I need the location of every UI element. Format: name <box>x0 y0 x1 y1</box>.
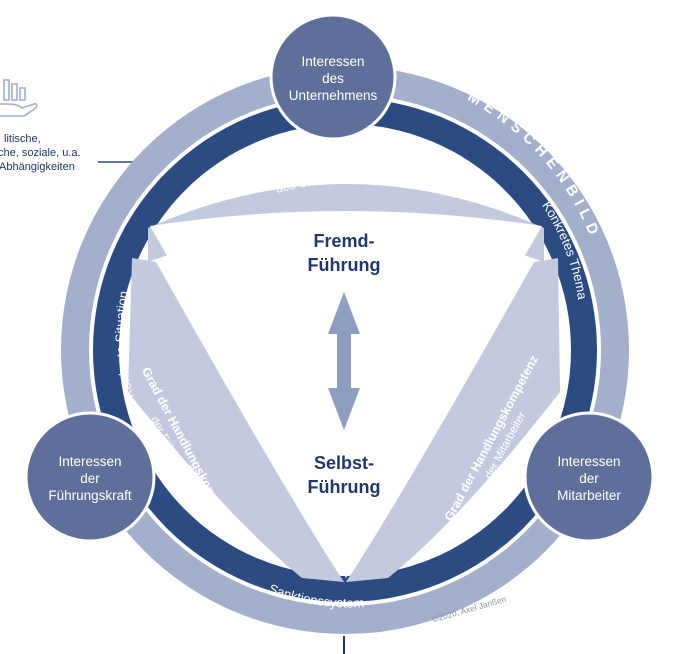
node-right-line-3: Mitarbeiter <box>557 488 621 503</box>
node-left: Interessen der Führungskraft <box>24 411 156 543</box>
node-top: Interessen des Unternehmens <box>269 13 397 141</box>
band-left <box>128 258 344 582</box>
label-fremd-1: Fremd- <box>313 231 374 251</box>
label-fremd-2: Führung <box>308 255 381 275</box>
node-right-line-1: Interessen <box>557 454 620 469</box>
side-note-line-3: Abhängigkeiten <box>0 161 75 173</box>
side-note-line-1: litische, <box>4 133 41 145</box>
side-note-line-2: che, soziale, u.a. <box>0 147 81 159</box>
double-arrow-icon <box>328 292 360 430</box>
node-left-line-2: der <box>80 471 100 486</box>
label-selbst-2: Führung <box>308 477 381 497</box>
hand-with-bar-chart-icon <box>0 79 38 117</box>
node-top-line-1: Interessen <box>301 54 364 69</box>
side-note: litische, che, soziale, u.a. Abhängigkei… <box>0 79 163 173</box>
node-top-line-2: des <box>322 71 344 86</box>
node-right-line-2: der <box>579 471 599 486</box>
node-left-line-1: Interessen <box>58 454 121 469</box>
label-selbst-1: Selbst- <box>314 453 374 473</box>
node-top-line-3: Unternehmens <box>289 88 378 103</box>
node-left-line-3: Führungskraft <box>48 488 132 503</box>
node-right: Interessen der Mitarbeiter <box>523 411 655 543</box>
band-right <box>346 258 560 582</box>
